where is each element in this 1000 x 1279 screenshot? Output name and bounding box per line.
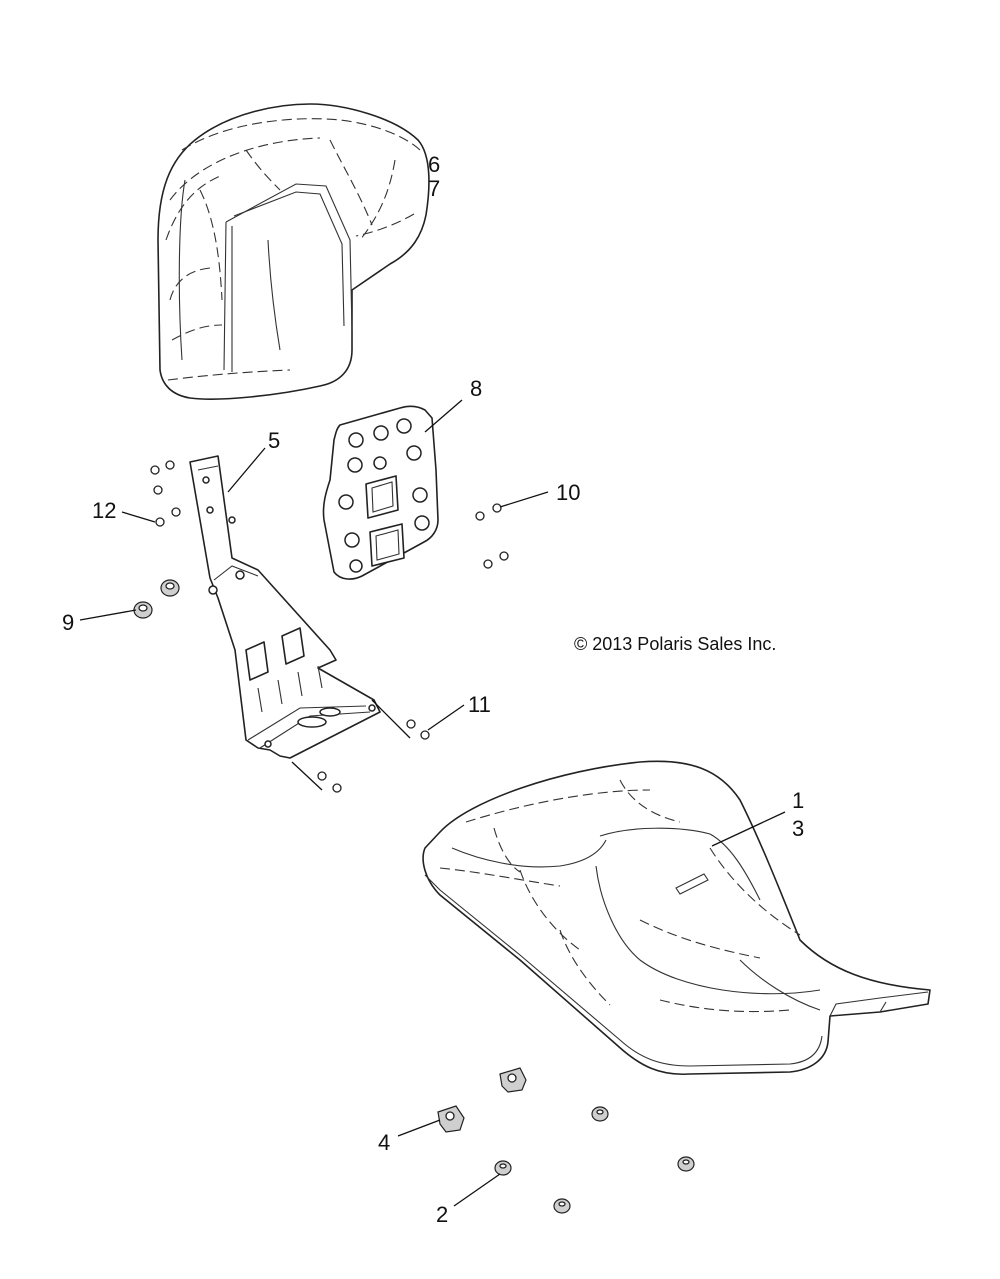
callout-7: 7: [428, 176, 440, 201]
leader-10: [499, 491, 549, 508]
leader-lines: [79, 399, 786, 1207]
leader-4: [397, 1119, 441, 1137]
callout-6: 6: [428, 152, 440, 177]
leader-2: [453, 1173, 501, 1207]
backrest-mounting-plate: [322, 405, 439, 580]
seat-grommets: [494, 1106, 695, 1214]
callout-12: 12: [92, 498, 116, 523]
bracket-screws: [150, 460, 181, 527]
callout-3: 3: [792, 816, 804, 841]
leader-5: [227, 447, 266, 493]
callout-2: 2: [436, 1202, 448, 1227]
callout-4: 4: [378, 1130, 390, 1155]
callout-9: 9: [62, 610, 74, 635]
bracket-bottom-screws: [291, 699, 430, 793]
callout-10: 10: [556, 480, 580, 505]
callout-11: 11: [468, 692, 491, 717]
seat-clips: [437, 1067, 527, 1133]
leader-12: [121, 511, 156, 523]
callout-1: 1: [792, 788, 804, 813]
leader-1: [711, 811, 786, 847]
copyright-text: © 2013 Polaris Sales Inc.: [574, 634, 776, 654]
backrest-bracket: [189, 455, 381, 759]
grommet-nuts: [133, 579, 180, 619]
seat: [422, 760, 931, 1076]
backrest-pad: [157, 103, 430, 400]
callout-5: 5: [268, 428, 280, 453]
leader-9: [79, 609, 137, 621]
leader-11: [427, 704, 465, 731]
plate-screws: [475, 503, 509, 569]
leader-8: [424, 399, 463, 433]
callout-8: 8: [470, 376, 482, 401]
